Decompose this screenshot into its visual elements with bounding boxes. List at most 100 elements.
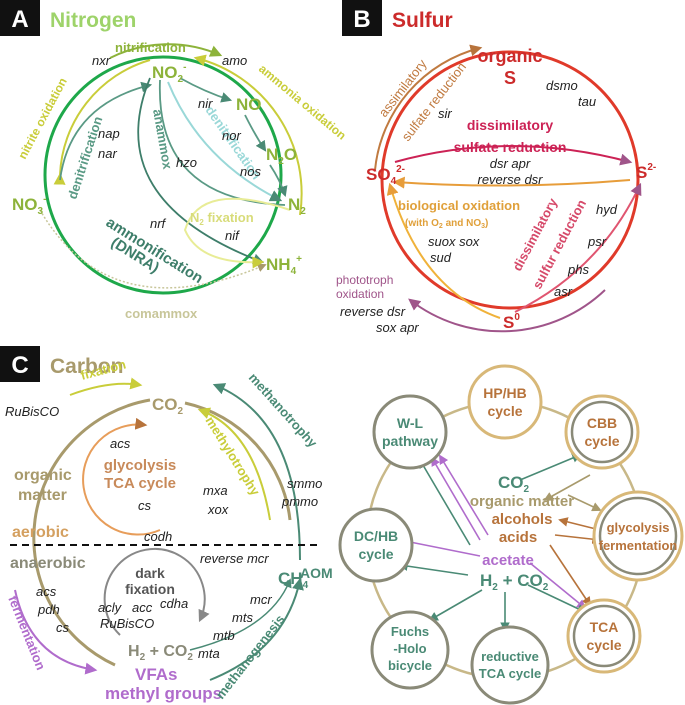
edge-h2-wl bbox=[419, 458, 471, 546]
panel-c-badge bbox=[0, 346, 40, 382]
species-s2: S2- bbox=[636, 162, 656, 182]
svg-text:W-L: W-L bbox=[397, 415, 424, 431]
gene-cs-2: cs bbox=[56, 620, 70, 635]
sulfide-oxidation-arrow bbox=[392, 176, 631, 189]
species-no2: NO2- bbox=[152, 62, 186, 85]
node-fuchs-holo-bicycle: Fuchs -Holo bicycle bbox=[370, 610, 450, 690]
node-glycolysis-fermentation: glycolysis fermentation bbox=[592, 490, 684, 582]
gene-mts: mts bbox=[232, 610, 253, 625]
gene-acc: acc bbox=[132, 600, 153, 615]
svg-text:TCA: TCA bbox=[590, 619, 619, 635]
assimilatory-arc bbox=[374, 44, 483, 171]
edge-acetate-wl bbox=[431, 456, 481, 541]
gene-acly: acly bbox=[98, 600, 123, 615]
center-h2-co2: H2 + CO2 bbox=[480, 571, 549, 593]
gene-nir: nir bbox=[198, 96, 213, 111]
gene-nrf: nrf bbox=[150, 216, 167, 231]
label-bio-oxidation: biological oxidation bbox=[398, 198, 520, 213]
sulfur-cycle-ring bbox=[380, 50, 640, 310]
species-n2: N2 bbox=[288, 195, 306, 217]
center-co2: CO2 bbox=[498, 473, 530, 495]
species-no3: NO3- bbox=[12, 194, 46, 217]
label-dissimilatory: dissimilatory bbox=[467, 117, 554, 133]
edge-h2-dchb bbox=[398, 561, 469, 576]
label-ammonia-oxidation: ammonia oxidation bbox=[256, 62, 349, 143]
species-co2: CO2 bbox=[152, 395, 184, 417]
nos-arrow bbox=[269, 164, 288, 198]
svg-text:Fuchs: Fuchs bbox=[391, 624, 429, 639]
gene-mta: mta bbox=[198, 646, 220, 661]
panel-sulfur: B Sulfur organic S SO42- S2- S0 assimila… bbox=[336, 0, 656, 335]
gene-xox: xox bbox=[207, 502, 229, 517]
gene-nif: nif bbox=[225, 228, 240, 243]
sulfur-oxidation-arrow bbox=[386, 182, 501, 319]
label-comammox: comammox bbox=[125, 306, 198, 321]
center-acetate: acetate bbox=[482, 552, 534, 569]
center-acids: acids bbox=[499, 529, 537, 546]
svg-text:glycolysis: glycolysis bbox=[607, 520, 670, 535]
panel-b-letter: B bbox=[353, 6, 370, 33]
species-no: NO bbox=[236, 95, 262, 114]
denitrification-left-arrow bbox=[59, 81, 153, 181]
node-reductive-tca-cycle: reductive TCA cycle bbox=[470, 625, 550, 705]
gene-sox-apr: sox apr bbox=[376, 320, 419, 335]
gene-nxr: nxr bbox=[92, 53, 111, 68]
gene-hyd: hyd bbox=[596, 202, 618, 217]
gene-smmo: smmo bbox=[287, 476, 322, 491]
gene-nar: nar bbox=[98, 146, 117, 161]
label-methanotrophy: methanotrophy bbox=[246, 370, 321, 451]
edge-cbb-om bbox=[543, 474, 591, 501]
svg-text:DC/HB: DC/HB bbox=[354, 528, 398, 544]
label-nitrite-oxidation: nitrite oxidation bbox=[15, 75, 70, 161]
methanotrophy-arrow bbox=[212, 383, 301, 561]
edge-acetate-tca bbox=[529, 562, 587, 610]
gene-codh: codh bbox=[144, 529, 172, 544]
species-nh4: NH4+ bbox=[266, 254, 302, 277]
gene-tau: tau bbox=[578, 94, 596, 109]
label-dark: dark bbox=[135, 565, 165, 581]
gene-cdha: cdha bbox=[160, 596, 188, 611]
svg-text:pathway: pathway bbox=[382, 433, 438, 449]
dnra-arrow bbox=[137, 77, 265, 264]
gene-dsr-apr: dsr apr bbox=[490, 156, 531, 171]
panel-c-letter: C bbox=[11, 352, 28, 379]
comammox-arc bbox=[39, 209, 267, 289]
label-anammox: anammox bbox=[150, 108, 175, 171]
label-dark-fixation: fixation bbox=[125, 581, 175, 597]
methylotrophy-arrow bbox=[197, 407, 271, 521]
label-bio-oxidation-sub: (with O2 and NO3) bbox=[405, 218, 488, 230]
nitrite-oxidation-arc bbox=[53, 59, 151, 185]
sulfur-reduction-arrow bbox=[514, 182, 642, 313]
panel-a-title: Nitrogen bbox=[50, 9, 136, 32]
svg-text:cycle: cycle bbox=[584, 433, 619, 449]
edge-acetate-wl-2 bbox=[439, 454, 489, 536]
species-ch4: CH4 bbox=[278, 569, 309, 591]
label-glycolysis: glycolysis bbox=[104, 457, 177, 474]
panel-carbon: C Carbon CO2 organic matter aerobic anae… bbox=[0, 346, 684, 705]
methanogenesis-arrow-2 bbox=[189, 578, 292, 651]
gene-mcr: mcr bbox=[250, 592, 272, 607]
species-vfas: VFAs bbox=[135, 665, 178, 684]
label-tca-cycle: TCA cycle bbox=[104, 475, 176, 492]
gene-reverse-mcr: reverse mcr bbox=[200, 551, 269, 566]
panel-c-title: Carbon bbox=[50, 355, 124, 378]
node-dchb-cycle: DC/HB cycle bbox=[338, 507, 414, 583]
species-organic-s: S bbox=[504, 68, 516, 88]
species-s0: S0 bbox=[503, 312, 520, 332]
edge-h2-fuchs bbox=[428, 589, 483, 621]
label-phototroph: phototroph bbox=[336, 273, 393, 287]
species-organic-matter: organic bbox=[14, 467, 72, 484]
gene-pmmo: pmmo bbox=[281, 494, 318, 509]
panel-b-title: Sulfur bbox=[392, 9, 453, 32]
svg-text:-Holo: -Holo bbox=[393, 641, 426, 656]
nitrogen-cycle-ring bbox=[43, 55, 283, 295]
carbon-pathway-network: W-L pathway HP/HB cycle CBB cycle glycol… bbox=[338, 364, 684, 705]
gene-mtb: mtb bbox=[213, 628, 235, 643]
gene-phs: phs bbox=[567, 262, 589, 277]
label-n2-fixation: N2 fixation bbox=[190, 210, 254, 227]
gene-hzo: hzo bbox=[176, 155, 197, 170]
label-nitrification: nitrification bbox=[115, 40, 186, 55]
nir-arrow bbox=[179, 77, 233, 103]
svg-text:CBB: CBB bbox=[587, 415, 617, 431]
